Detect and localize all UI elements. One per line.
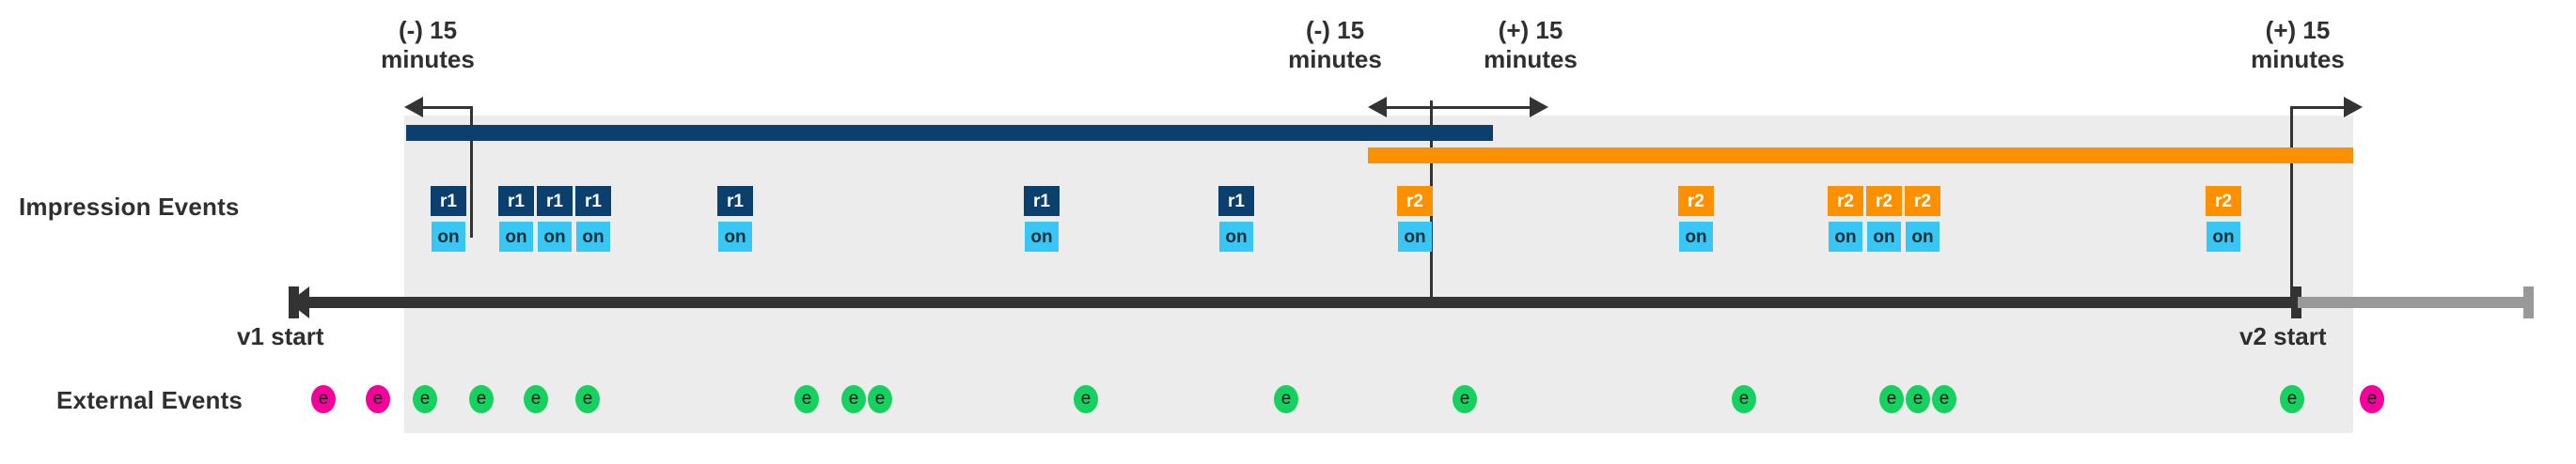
callout-left-minus-15-line1: (-) 15 xyxy=(398,16,458,44)
external-event-dot: e xyxy=(1879,385,1904,413)
impression-state-chip: on xyxy=(432,222,465,252)
callout-left-minus-15-arrow-head xyxy=(404,97,423,117)
callout-left-minus-15: (-) 15 minutes xyxy=(334,16,522,73)
impression-state-chip: on xyxy=(1398,222,1432,252)
callout-mid-plus-15: (+) 15 minutes xyxy=(1437,16,1625,73)
active-window-band xyxy=(404,116,2353,433)
callout-right-plus-15-drop-line xyxy=(2290,106,2293,303)
impression-events-row-label: Impression Events xyxy=(19,193,240,221)
callout-left-minus-15-line2: minutes xyxy=(381,44,475,73)
impression-state-chip: on xyxy=(1867,222,1901,252)
callout-mid-plus-arrow-head xyxy=(1530,97,1548,117)
impression-release-chip: r1 xyxy=(537,186,573,216)
callout-right-plus-15-line1: (+) 15 xyxy=(2265,16,2331,44)
external-event-dot: e xyxy=(2360,385,2384,413)
impression-release-chip: r2 xyxy=(1828,186,1863,216)
external-event-dot: e xyxy=(1274,385,1298,413)
impression-state-chip: on xyxy=(1679,222,1713,252)
external-event-dot: e xyxy=(413,385,437,413)
callout-mid-arrow-shaft xyxy=(1387,106,1530,109)
external-event-dot: e xyxy=(1906,385,1930,413)
external-event-dot: e xyxy=(794,385,819,413)
external-event-dot: e xyxy=(868,385,892,413)
callout-mid-minus-15-line2: minutes xyxy=(1288,44,1382,73)
callout-right-plus-15-arrow-head xyxy=(2344,97,2363,117)
callout-mid-plus-15-line2: minutes xyxy=(1484,44,1578,73)
impression-release-chip: r1 xyxy=(1218,186,1254,216)
impression-release-chip: r2 xyxy=(1678,186,1714,216)
impression-release-chip: r2 xyxy=(1905,186,1940,216)
timeline-v1-start-cap xyxy=(289,286,299,318)
impression-state-chip: on xyxy=(1025,222,1059,252)
external-event-dot: e xyxy=(1732,385,1756,413)
impression-state-chip: on xyxy=(2207,222,2240,252)
impression-state-chip: on xyxy=(718,222,752,252)
external-event-dot: e xyxy=(841,385,866,413)
callout-mid-minus-15: (-) 15 minutes xyxy=(1241,16,1429,73)
callout-right-plus-15: (+) 15 minutes xyxy=(2204,16,2392,73)
v1-start-label: v1 start xyxy=(237,322,324,350)
impression-state-chip: on xyxy=(1906,222,1940,252)
external-event-dot: e xyxy=(469,385,494,413)
impression-release-chip: r2 xyxy=(1397,186,1433,216)
timeline-live-axis xyxy=(294,297,2298,308)
v2-start-label: v2 start xyxy=(2239,322,2327,350)
impression-release-chip: r1 xyxy=(498,186,534,216)
external-event-dot: e xyxy=(1453,385,1477,413)
timeline-future-axis xyxy=(2298,297,2532,308)
timeline-v2-start-cap xyxy=(2291,286,2301,318)
callout-mid-plus-15-line1: (+) 15 xyxy=(1498,16,1563,44)
impression-state-chip: on xyxy=(576,222,610,252)
callout-right-plus-15-arrow-shaft xyxy=(2290,106,2345,109)
external-event-dot: e xyxy=(524,385,548,413)
external-event-dot: e xyxy=(575,385,600,413)
external-event-dot: e xyxy=(1932,385,1956,413)
impression-release-chip: r2 xyxy=(2206,186,2241,216)
external-event-dot: e xyxy=(311,385,336,413)
impression-release-chip: r2 xyxy=(1866,186,1902,216)
impression-release-chip: r1 xyxy=(575,186,611,216)
impression-release-chip: r1 xyxy=(1024,186,1060,216)
timeline-future-end-cap xyxy=(2523,286,2534,318)
impression-state-chip: on xyxy=(1829,222,1862,252)
release-v2-bar xyxy=(1368,147,2353,163)
impression-state-chip: on xyxy=(538,222,572,252)
callout-right-plus-15-line2: minutes xyxy=(2251,44,2345,73)
callout-mid-minus-arrow-head xyxy=(1368,97,1387,117)
impression-state-chip: on xyxy=(1219,222,1253,252)
external-event-dot: e xyxy=(366,385,390,413)
release-v1-bar xyxy=(406,125,1493,141)
callout-left-minus-15-arrow-shaft xyxy=(423,106,473,109)
external-event-dot: e xyxy=(2280,385,2304,413)
impression-release-chip: r1 xyxy=(431,186,466,216)
external-event-dot: e xyxy=(1074,385,1098,413)
impression-state-chip: on xyxy=(499,222,533,252)
callout-mid-minus-15-line1: (-) 15 xyxy=(1305,16,1365,44)
impression-release-chip: r1 xyxy=(717,186,753,216)
callout-left-minus-15-drop-line xyxy=(470,106,473,238)
external-events-row-label: External Events xyxy=(56,386,243,414)
